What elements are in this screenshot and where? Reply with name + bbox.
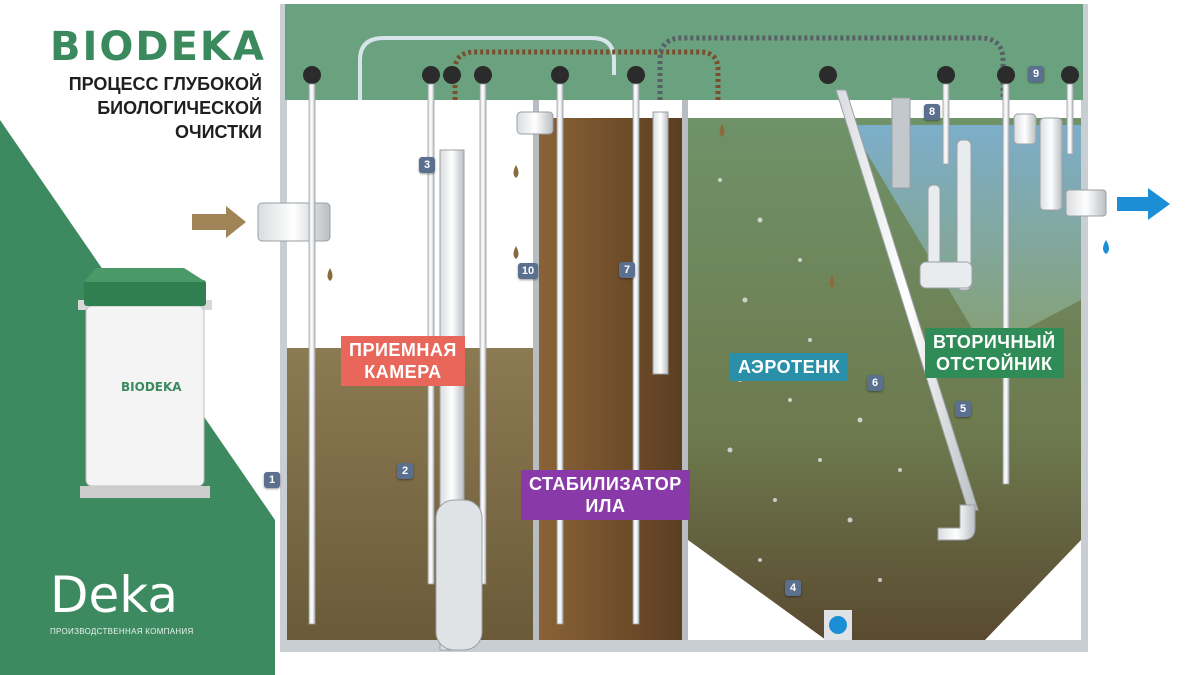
marker-5: 5 [955,401,971,417]
receiving-chamber-label: ПРИЕМНАЯ КАМЕРА [341,336,465,386]
product-tank-illustration [78,268,212,498]
drip-drops [327,124,835,288]
secondary-clarifier-label: ВТОРИЧНЫЙ ОТСТОЙНИК [925,328,1064,378]
company-logo: Deka [50,566,178,624]
inlet-pipe [257,202,331,242]
sludge-stabilizer-label: СТАБИЛИЗАТОР ИЛА [521,470,690,520]
aeration-bubbles [718,178,902,582]
outlet-arrow [1117,188,1170,220]
drain-hole [829,616,847,634]
transfer-elbow [516,111,554,135]
marker-2: 2 [397,463,413,479]
clarifier-filter-a [927,184,941,266]
outlet-riser [1039,117,1063,211]
page-title: ПРОЦЕСС ГЛУБОКОЙ БИОЛОГИЧЕСКОЙ ОЧИСТКИ [40,72,262,144]
diagonal-elbow [937,504,976,541]
tank-brand-label: BIODEKA [121,380,182,394]
title-line: ОЧИСТКИ [174,122,262,142]
partition-2 [682,100,688,640]
aerotank-label: АЭРОТЕНК [730,353,849,381]
clean-drop [1103,240,1109,254]
marker-8: 8 [924,104,940,120]
marker-9: 9 [1028,66,1044,82]
receiving-chamber-liquid [287,348,533,640]
clarifier-intake [891,97,911,189]
title-line: ПРОЦЕСС ГЛУБОКОЙ [68,74,262,94]
recirc-line-grey [657,35,1006,100]
valve-heads [303,66,1079,84]
inlet-arrow [192,206,246,238]
title-line: БИОЛОГИЧЕСКОЙ [97,98,262,118]
clarifier-filter-b [956,139,972,291]
partition-1 [533,100,539,640]
recirc-line-brown [452,49,721,100]
riser-pipes [308,83,1074,625]
marker-7: 7 [619,262,635,278]
outlet-riser-top [1013,113,1037,145]
diagonal-airlift [835,89,979,511]
lid [285,4,1083,100]
stabilizer-pipe [652,111,669,375]
marker-1: 1 [264,472,280,488]
marker-6: 6 [867,375,883,391]
outlet-pipe [1065,189,1107,217]
marker-3: 3 [419,157,435,173]
brand-logo: BIODEKA [50,24,266,70]
company-tagline: ПРОИЗВОДСТВЕННАЯ КОМПАНИЯ [50,627,194,636]
marker-4: 4 [785,580,801,596]
clarifier-base [919,261,973,289]
aerotank-hopper-left [688,540,826,640]
marker-10: 10 [518,263,538,279]
pump-housing [435,499,483,651]
